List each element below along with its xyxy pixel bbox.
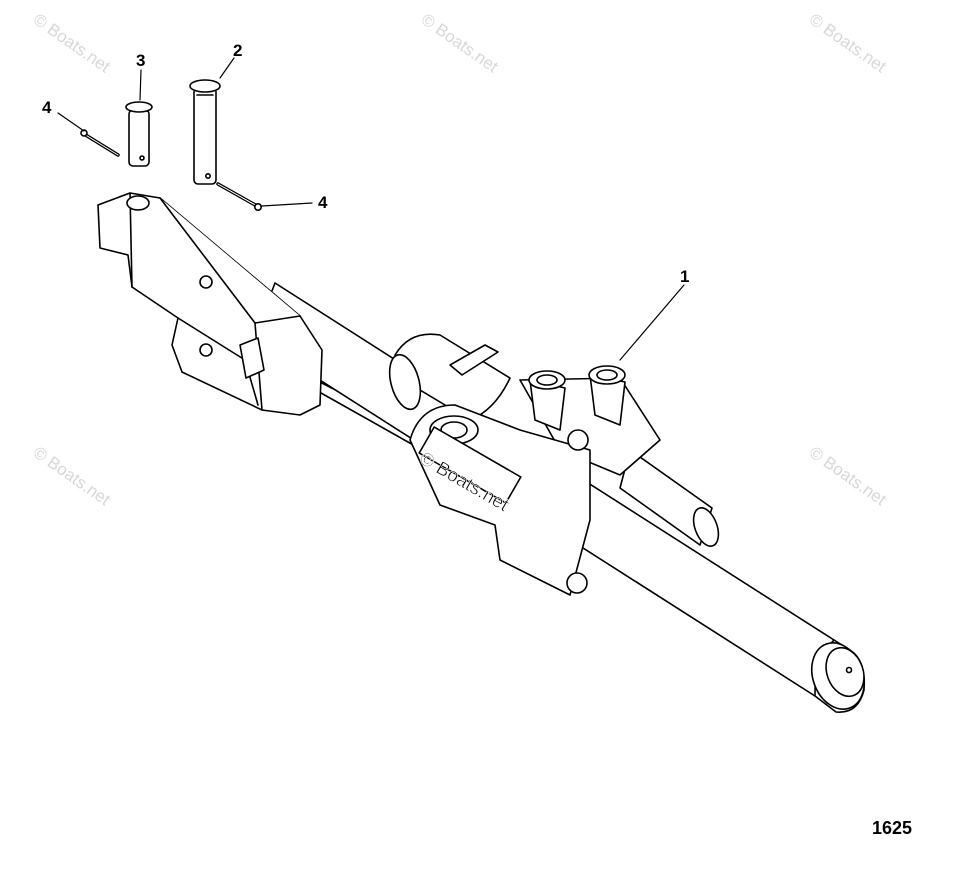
clevis-pin-short [125, 101, 153, 167]
callout-3: 3 [136, 51, 145, 70]
watermark-top-left: © Boats.net [30, 10, 114, 77]
cotter-pin-left [80, 129, 120, 157]
leader-line-4-left [57, 112, 85, 132]
leader-line-2 [219, 57, 235, 79]
leader-lines [57, 57, 313, 207]
tiller-arm [97, 192, 323, 416]
callout-4-left: 4 [42, 98, 52, 117]
figure-number: 1625 [871, 818, 912, 838]
callout-4-right: 4 [318, 193, 328, 212]
callout-1: 1 [680, 267, 689, 286]
watermark-top-center: © Boats.net [418, 10, 502, 77]
leader-line-4-right [261, 202, 313, 207]
watermark-mid-left: © Boats.net [30, 443, 114, 510]
clevis-pin-long [189, 79, 221, 185]
leader-line-3 [139, 69, 142, 101]
callout-2: 2 [233, 41, 242, 60]
watermark-top-right: © Boats.net [806, 10, 890, 77]
callout-labels: 1 2 3 4 4 [42, 41, 689, 286]
watermark-mid-right: © Boats.net [806, 443, 890, 510]
cotter-pin-right [216, 182, 263, 212]
steering-cylinder-assembly [253, 282, 866, 713]
